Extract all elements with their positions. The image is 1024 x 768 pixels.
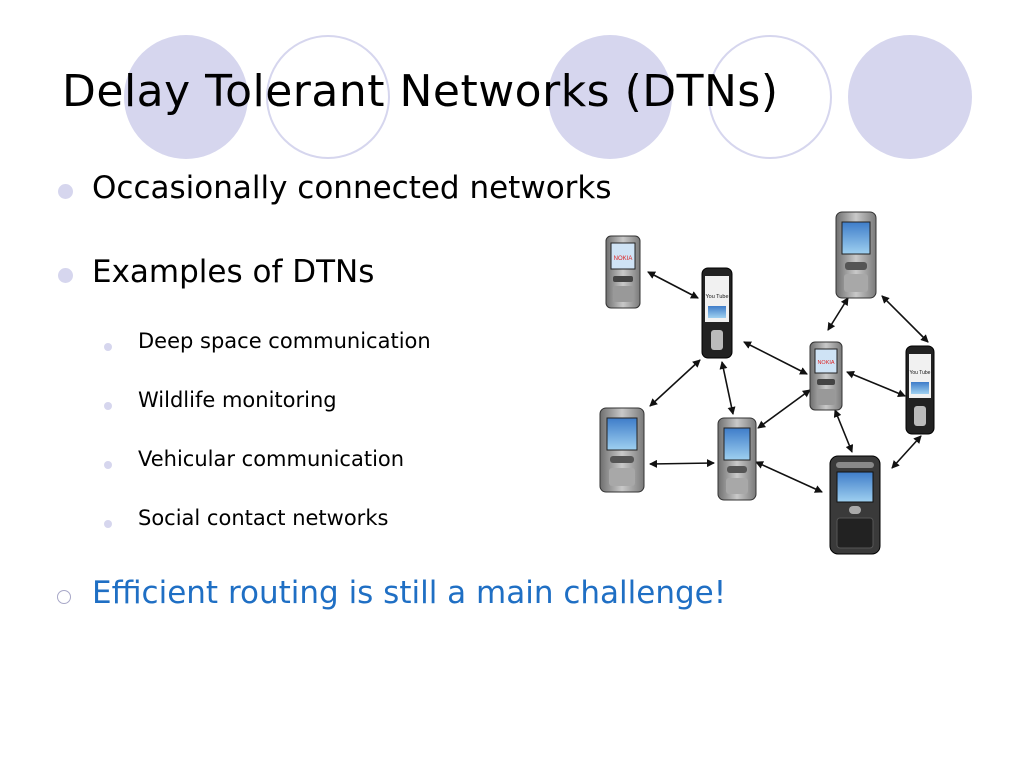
link-arrow [647,271,699,299]
sub-bullet-item: Vehicular communication [138,447,405,471]
link-arrow [649,459,715,468]
phone-label: You Tube [705,294,728,300]
sub-bullet-dot-icon [104,343,112,351]
sub-bullet-item: Deep space communication [138,329,431,353]
link-arrow [649,359,701,407]
link-arrow [755,461,823,493]
bullet-item: Examples of DTNs [92,254,375,290]
phone-label: You Tube [910,370,931,376]
decor-circle-5 [848,35,972,159]
connection-arrows [647,271,929,493]
bullet-dot-icon [58,268,73,283]
phone-label: NOKIA [817,360,834,366]
mobile-phone-icon [829,455,881,555]
link-arrow [833,409,854,453]
link-arrow [743,341,808,375]
slide-title: Delay Tolerant Networks (DTNs) [62,66,779,117]
sub-bullet-dot-icon [104,402,112,410]
sub-bullet-dot-icon [104,461,112,469]
highlight-statement: Efficient routing is still a main challe… [92,575,727,611]
sub-bullet-item: Social contact networks [138,506,389,530]
sub-bullet-item: Wildlife monitoring [138,388,337,412]
mobile-phone-icon [599,407,645,493]
mobile-phone-icon [717,417,757,501]
decor-circle-1 [124,35,248,159]
dtn-network-diagram: NOKIA You Tube NOKIA You Tube [599,211,935,555]
mobile-phone-icon [835,211,877,299]
mobile-phone-icon: You Tube [905,345,935,435]
link-arrow [757,389,811,429]
phone-label: NOKIA [614,256,633,262]
bullet-item: Occasionally connected networks [92,170,612,206]
link-arrow [719,361,736,415]
mobile-phone-icon: NOKIA [605,235,641,309]
decor-circle-4 [708,35,832,159]
link-arrow [827,297,849,331]
bullet-ring-icon [57,590,71,604]
decor-circle-3 [548,35,672,159]
link-arrow [881,295,929,343]
bullet-dot-icon [58,184,73,199]
sub-bullet-dot-icon [104,520,112,528]
mobile-phone-icon: NOKIA [809,341,843,411]
link-arrow [891,435,922,469]
decor-circle-2 [266,35,390,159]
link-arrow [846,370,906,398]
mobile-phone-icon: You Tube [701,267,733,359]
